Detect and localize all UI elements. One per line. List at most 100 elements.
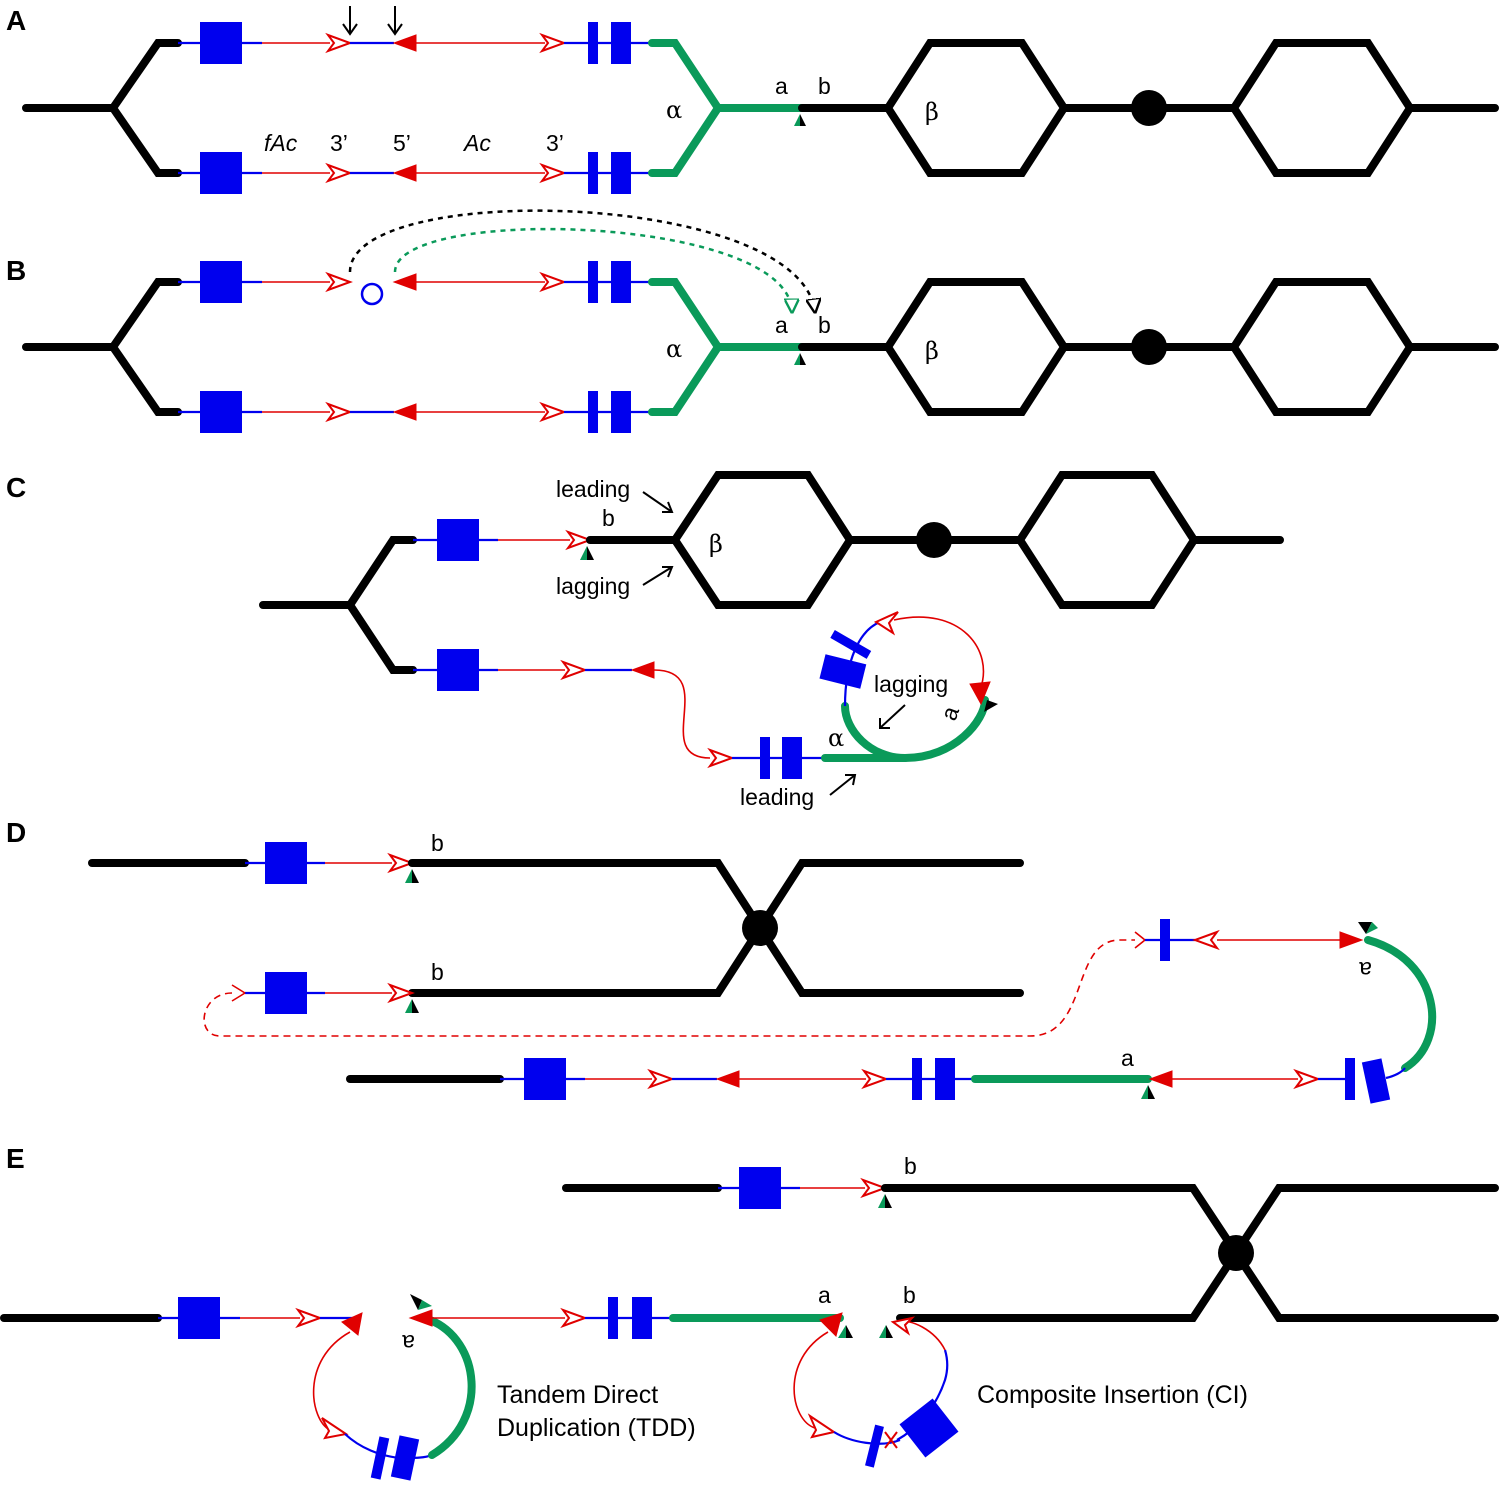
exon-bar-icon <box>611 391 631 433</box>
green-loop <box>1364 936 1437 1072</box>
open-arrow-icon <box>861 1068 889 1090</box>
open-arrow-icon <box>560 1307 588 1329</box>
open-arrow-icon <box>539 401 567 423</box>
transposon-curve <box>653 669 711 759</box>
transposition-arc-green <box>393 227 792 312</box>
green-lagging <box>841 702 909 762</box>
target-site-icon <box>1141 1085 1148 1099</box>
site-b-label: b <box>904 1153 917 1179</box>
cross-icon <box>884 1431 898 1449</box>
exon-bar-icon <box>588 152 598 194</box>
exon-bar-icon <box>632 1297 652 1339</box>
panel-b-label: B <box>6 255 26 286</box>
leading-label: leading <box>740 784 814 810</box>
gene-box-icon <box>200 22 242 64</box>
solid-arrow-icon <box>1148 1070 1173 1088</box>
centromere-icon <box>1218 1235 1254 1271</box>
site-a-label: a <box>775 73 788 99</box>
three-prime-label: 3’ <box>546 130 564 156</box>
site-a-label: a <box>775 312 788 338</box>
panel-d: D a <box>6 817 1437 1104</box>
tdd-label-line2: Duplication (TDD) <box>497 1414 696 1442</box>
exon-bar-icon <box>611 152 631 194</box>
site-b-label: b <box>818 312 831 338</box>
gene-box-icon <box>819 654 867 689</box>
solid-arrow-icon <box>392 164 417 182</box>
dashed-junction <box>203 939 1135 1037</box>
gene-box-icon <box>437 519 479 561</box>
solid-arrow-icon <box>1339 931 1364 949</box>
ci-blue-arc <box>833 1431 901 1445</box>
panel-e-label: E <box>6 1143 25 1174</box>
target-site-icon <box>794 114 800 126</box>
exon-bar-icon <box>760 737 770 779</box>
target-site-icon <box>405 869 412 883</box>
site-a-label: a <box>818 1282 831 1308</box>
panel-d-label: D <box>6 817 26 848</box>
open-arrow-icon <box>860 1177 888 1199</box>
cut-arrow-icon <box>387 6 403 36</box>
gene-box-icon <box>200 261 242 303</box>
green-fork <box>648 39 806 177</box>
open-arrow-icon <box>325 271 353 293</box>
exon-bar-icon <box>611 261 631 303</box>
exon-bar-icon <box>935 1058 955 1100</box>
site-b-label: b <box>431 830 444 856</box>
open-arrow-icon <box>387 982 415 1004</box>
target-site-icon <box>410 1294 422 1310</box>
site-a-label: a <box>1121 1045 1134 1071</box>
ci-label: Composite Insertion (CI) <box>977 1381 1248 1409</box>
exon-bar-icon <box>830 630 872 659</box>
open-arrow-icon <box>321 1417 349 1440</box>
open-arrow-icon <box>1192 929 1220 951</box>
target-site-icon <box>984 700 998 712</box>
open-arrow-icon <box>1293 1068 1321 1090</box>
exon-bar-icon <box>1345 1058 1355 1100</box>
tdd-red-arc <box>312 1331 351 1431</box>
panel-a-label: A <box>6 5 26 36</box>
solid-arrow-icon <box>392 403 417 421</box>
three-prime-label: 3’ <box>330 130 348 156</box>
solid-arrow-icon <box>341 1312 363 1336</box>
alpha-label: α <box>666 335 682 363</box>
site-a-flipped-label: a <box>402 1330 415 1356</box>
gene-box-icon <box>739 1167 781 1209</box>
gene-box-icon <box>437 649 479 691</box>
open-arrow-icon <box>565 529 593 551</box>
centromere-icon <box>1131 329 1167 365</box>
lagging-pointer <box>879 704 906 729</box>
gene-box-icon <box>178 1297 220 1339</box>
target-site-icon <box>794 353 800 365</box>
exon-bar-icon <box>912 1058 922 1100</box>
lagging-pointer <box>642 566 674 586</box>
site-a-flipped-label: a <box>1359 957 1372 983</box>
chromosome-d <box>408 859 1024 997</box>
solid-arrow-icon <box>392 273 417 291</box>
gene-box-icon <box>265 972 307 1014</box>
transposition-arc-black <box>348 209 815 312</box>
open-arrow-icon <box>539 162 567 184</box>
solid-arrow-icon <box>408 1309 433 1327</box>
site-a-label: a <box>935 703 964 724</box>
site-b-label: b <box>903 1282 916 1308</box>
tdd-label-line1: Tandem Direct <box>497 1381 658 1409</box>
open-arrow-icon <box>231 984 246 1002</box>
five-prime-label: 5’ <box>393 130 411 156</box>
transposon-arc <box>893 616 985 691</box>
solid-arrow-icon <box>819 1312 843 1337</box>
panel-e: E a <box>0 1143 1499 1481</box>
exon-bar-icon <box>588 391 598 433</box>
panel-c-label: C <box>6 472 26 503</box>
beta-label: β <box>709 530 723 558</box>
beta-label: β <box>925 98 939 126</box>
open-arrow-icon <box>873 611 899 636</box>
open-arrow-icon <box>387 852 415 874</box>
fac-label: fAc <box>264 130 298 156</box>
site-b-label: b <box>431 959 444 985</box>
exon-bar-icon <box>588 261 598 303</box>
gene-box-icon <box>200 391 242 433</box>
open-arrow-icon <box>539 32 567 54</box>
gene-box-icon <box>524 1058 566 1100</box>
exon-bar-icon <box>390 1435 420 1481</box>
